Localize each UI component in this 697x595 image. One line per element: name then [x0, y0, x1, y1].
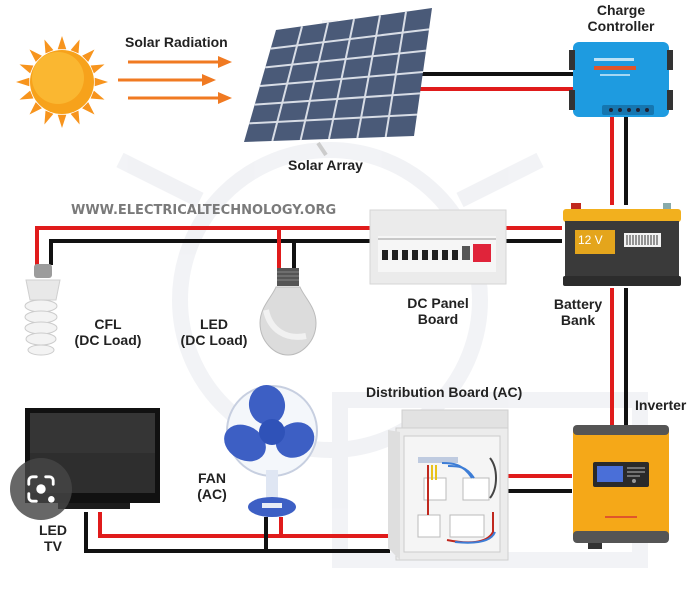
solar-array-panel: [244, 8, 432, 157]
sun-ray: [44, 39, 54, 54]
breaker-switch: [402, 250, 408, 260]
label-cfl: CFL (DC Load): [68, 316, 148, 348]
label-tv-line2: TV: [44, 538, 62, 554]
label-dc-panel-line1: DC Panel: [407, 295, 469, 311]
label-battery-line2: Bank: [560, 312, 596, 328]
sun-ray: [90, 64, 105, 74]
sun-ray: [82, 102, 95, 115]
cfl-bulb: [24, 264, 61, 356]
label-battery-bank: Battery Bank: [546, 296, 610, 328]
label-led-bulb: LED (DC Load): [174, 316, 254, 348]
label-dc-panel-board: DC Panel Board: [396, 295, 480, 327]
sun-ray: [29, 102, 42, 115]
inverter-device: [573, 425, 669, 549]
label-dc-panel-line2: Board: [417, 311, 459, 327]
led-bulb: [259, 268, 317, 356]
panel-grid-line: [328, 18, 355, 140]
breaker-switch: [412, 250, 418, 260]
breaker-switch: [422, 250, 428, 260]
wire-dc-load-positive: [35, 226, 370, 265]
breaker-switch: [432, 250, 438, 260]
label-charge-controller-line1: Charge: [596, 2, 646, 18]
lens-icon: [27, 475, 55, 503]
table-fan: [224, 385, 318, 517]
sun-ray: [16, 77, 30, 87]
charge-controller-device: [569, 42, 673, 117]
battery-voltage-label: 12 V: [578, 233, 603, 247]
label-led-tv: LED TV: [38, 522, 68, 554]
sun-ray: [94, 77, 108, 87]
breaker-switch: [382, 250, 388, 260]
distribution-board-device: [388, 409, 509, 561]
sun-ray: [70, 39, 80, 54]
label-solar-array: Solar Array: [288, 157, 363, 173]
sun-ray: [90, 90, 105, 100]
battery-bank-device: [563, 203, 681, 286]
sun-icon: [16, 36, 108, 128]
label-fan: FAN (AC): [192, 470, 232, 502]
label-tv-line1: LED: [39, 522, 67, 538]
sun-ray: [82, 49, 95, 62]
sun-ray: [57, 114, 67, 128]
dc-panel-board-device: [369, 209, 507, 285]
sun-ray: [19, 90, 34, 100]
label-distribution-board: Distribution Board (AC): [366, 384, 523, 400]
visual-search-lens-button[interactable]: [10, 458, 72, 520]
breaker-switch: [392, 250, 398, 260]
wire-ac-load-negative: [84, 512, 390, 553]
solar-radiation-arrows: [118, 56, 232, 104]
breaker-switch: [442, 250, 448, 260]
label-fan-line1: FAN: [198, 470, 226, 486]
label-cfl-line2: (DC Load): [74, 332, 142, 348]
sun-ray: [29, 49, 42, 62]
sun-ray: [70, 110, 80, 125]
label-charge-controller: Charge Controller: [581, 2, 661, 34]
panel-grid-line: [384, 11, 407, 138]
label-led-line1: LED: [200, 316, 228, 332]
sun-ray: [19, 64, 34, 74]
label-battery-line1: Battery: [553, 296, 603, 312]
label-solar-radiation: Solar Radiation: [125, 34, 228, 50]
label-led-line2: (DC Load): [180, 332, 248, 348]
sun-ray: [57, 36, 67, 50]
panel-grid-line: [356, 15, 381, 139]
sun-ray: [44, 110, 54, 125]
label-cfl-line1: CFL: [94, 316, 122, 332]
wire-ac-load-positive: [98, 512, 390, 538]
watermark-url: WWW.ELECTRICALTECHNOLOGY.ORG: [71, 203, 337, 218]
wire-dc-load-negative: [49, 239, 370, 265]
breaker-switch: [452, 250, 458, 260]
panel-grid-line: [271, 26, 303, 142]
panel-grid-line: [299, 22, 329, 141]
label-charge-controller-line2: Controller: [587, 18, 655, 34]
label-inverter: Inverter: [635, 397, 687, 413]
label-fan-line2: (AC): [197, 486, 227, 502]
wires: [35, 72, 628, 553]
